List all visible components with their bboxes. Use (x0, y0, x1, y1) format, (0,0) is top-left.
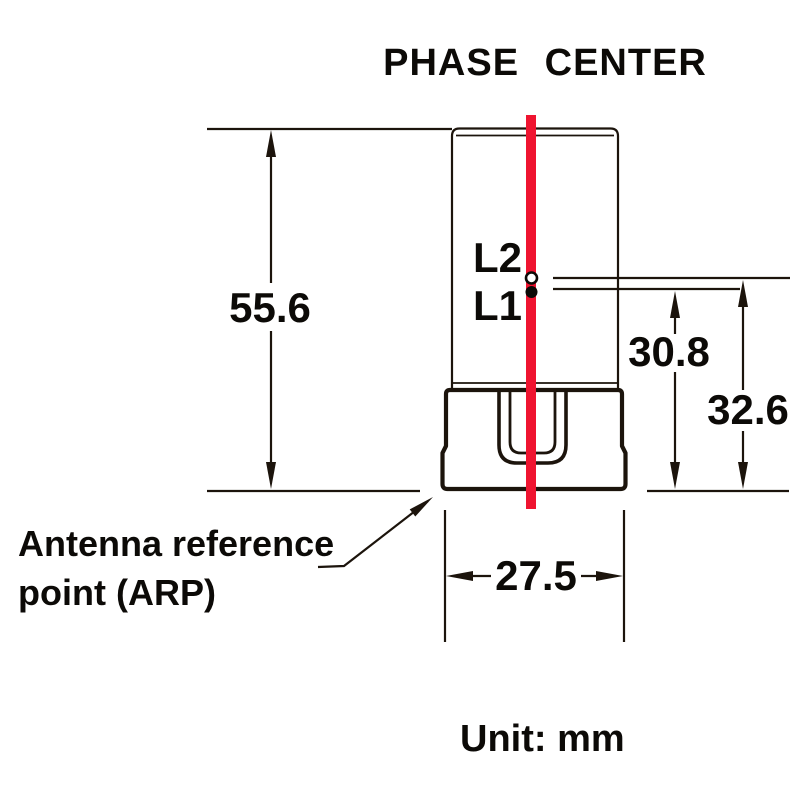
dimension-overall-height: 55.6 (229, 130, 311, 489)
dimension-value-base-width: 27.5 (495, 552, 577, 599)
arrowhead-left-icon (446, 571, 473, 581)
arrowhead-down-icon (670, 462, 680, 489)
dimension-value-l2-height: 32.6 (707, 386, 789, 433)
arrowhead-down-icon (266, 462, 276, 489)
l1-phase-center-point (525, 286, 538, 298)
l2-phase-center-point (524, 271, 539, 285)
l2-label: L2 (473, 234, 522, 281)
arrowhead-down-icon (738, 462, 748, 489)
arrowhead-up-icon (266, 130, 276, 157)
arp-label-line1: Antenna reference (18, 523, 334, 564)
dimension-l1-height: 30.8 (628, 291, 710, 489)
arrowhead-up-icon (738, 280, 748, 307)
arrowhead-leader-icon (409, 497, 433, 517)
arp-callout: Antenna reference point (ARP) (18, 497, 433, 613)
dimension-value-overall-height: 55.6 (229, 284, 311, 331)
antenna-base-outline (440, 387, 628, 492)
dimension-value-l1-height: 30.8 (628, 328, 710, 375)
diagram-title: PHASE CENTER (383, 42, 707, 84)
arp-label-line2: point (ARP) (18, 572, 216, 613)
arrowhead-up-icon (670, 291, 680, 318)
l1-label: L1 (473, 282, 522, 329)
unit-note: Unit: mm (460, 718, 625, 760)
dimension-l2-height: 32.6 (707, 280, 789, 489)
arp-leader-line (317, 500, 429, 569)
dimension-base-width: 27.5 (443, 510, 626, 642)
arrowhead-right-icon (596, 571, 623, 581)
phase-center-axis-line (526, 115, 536, 509)
